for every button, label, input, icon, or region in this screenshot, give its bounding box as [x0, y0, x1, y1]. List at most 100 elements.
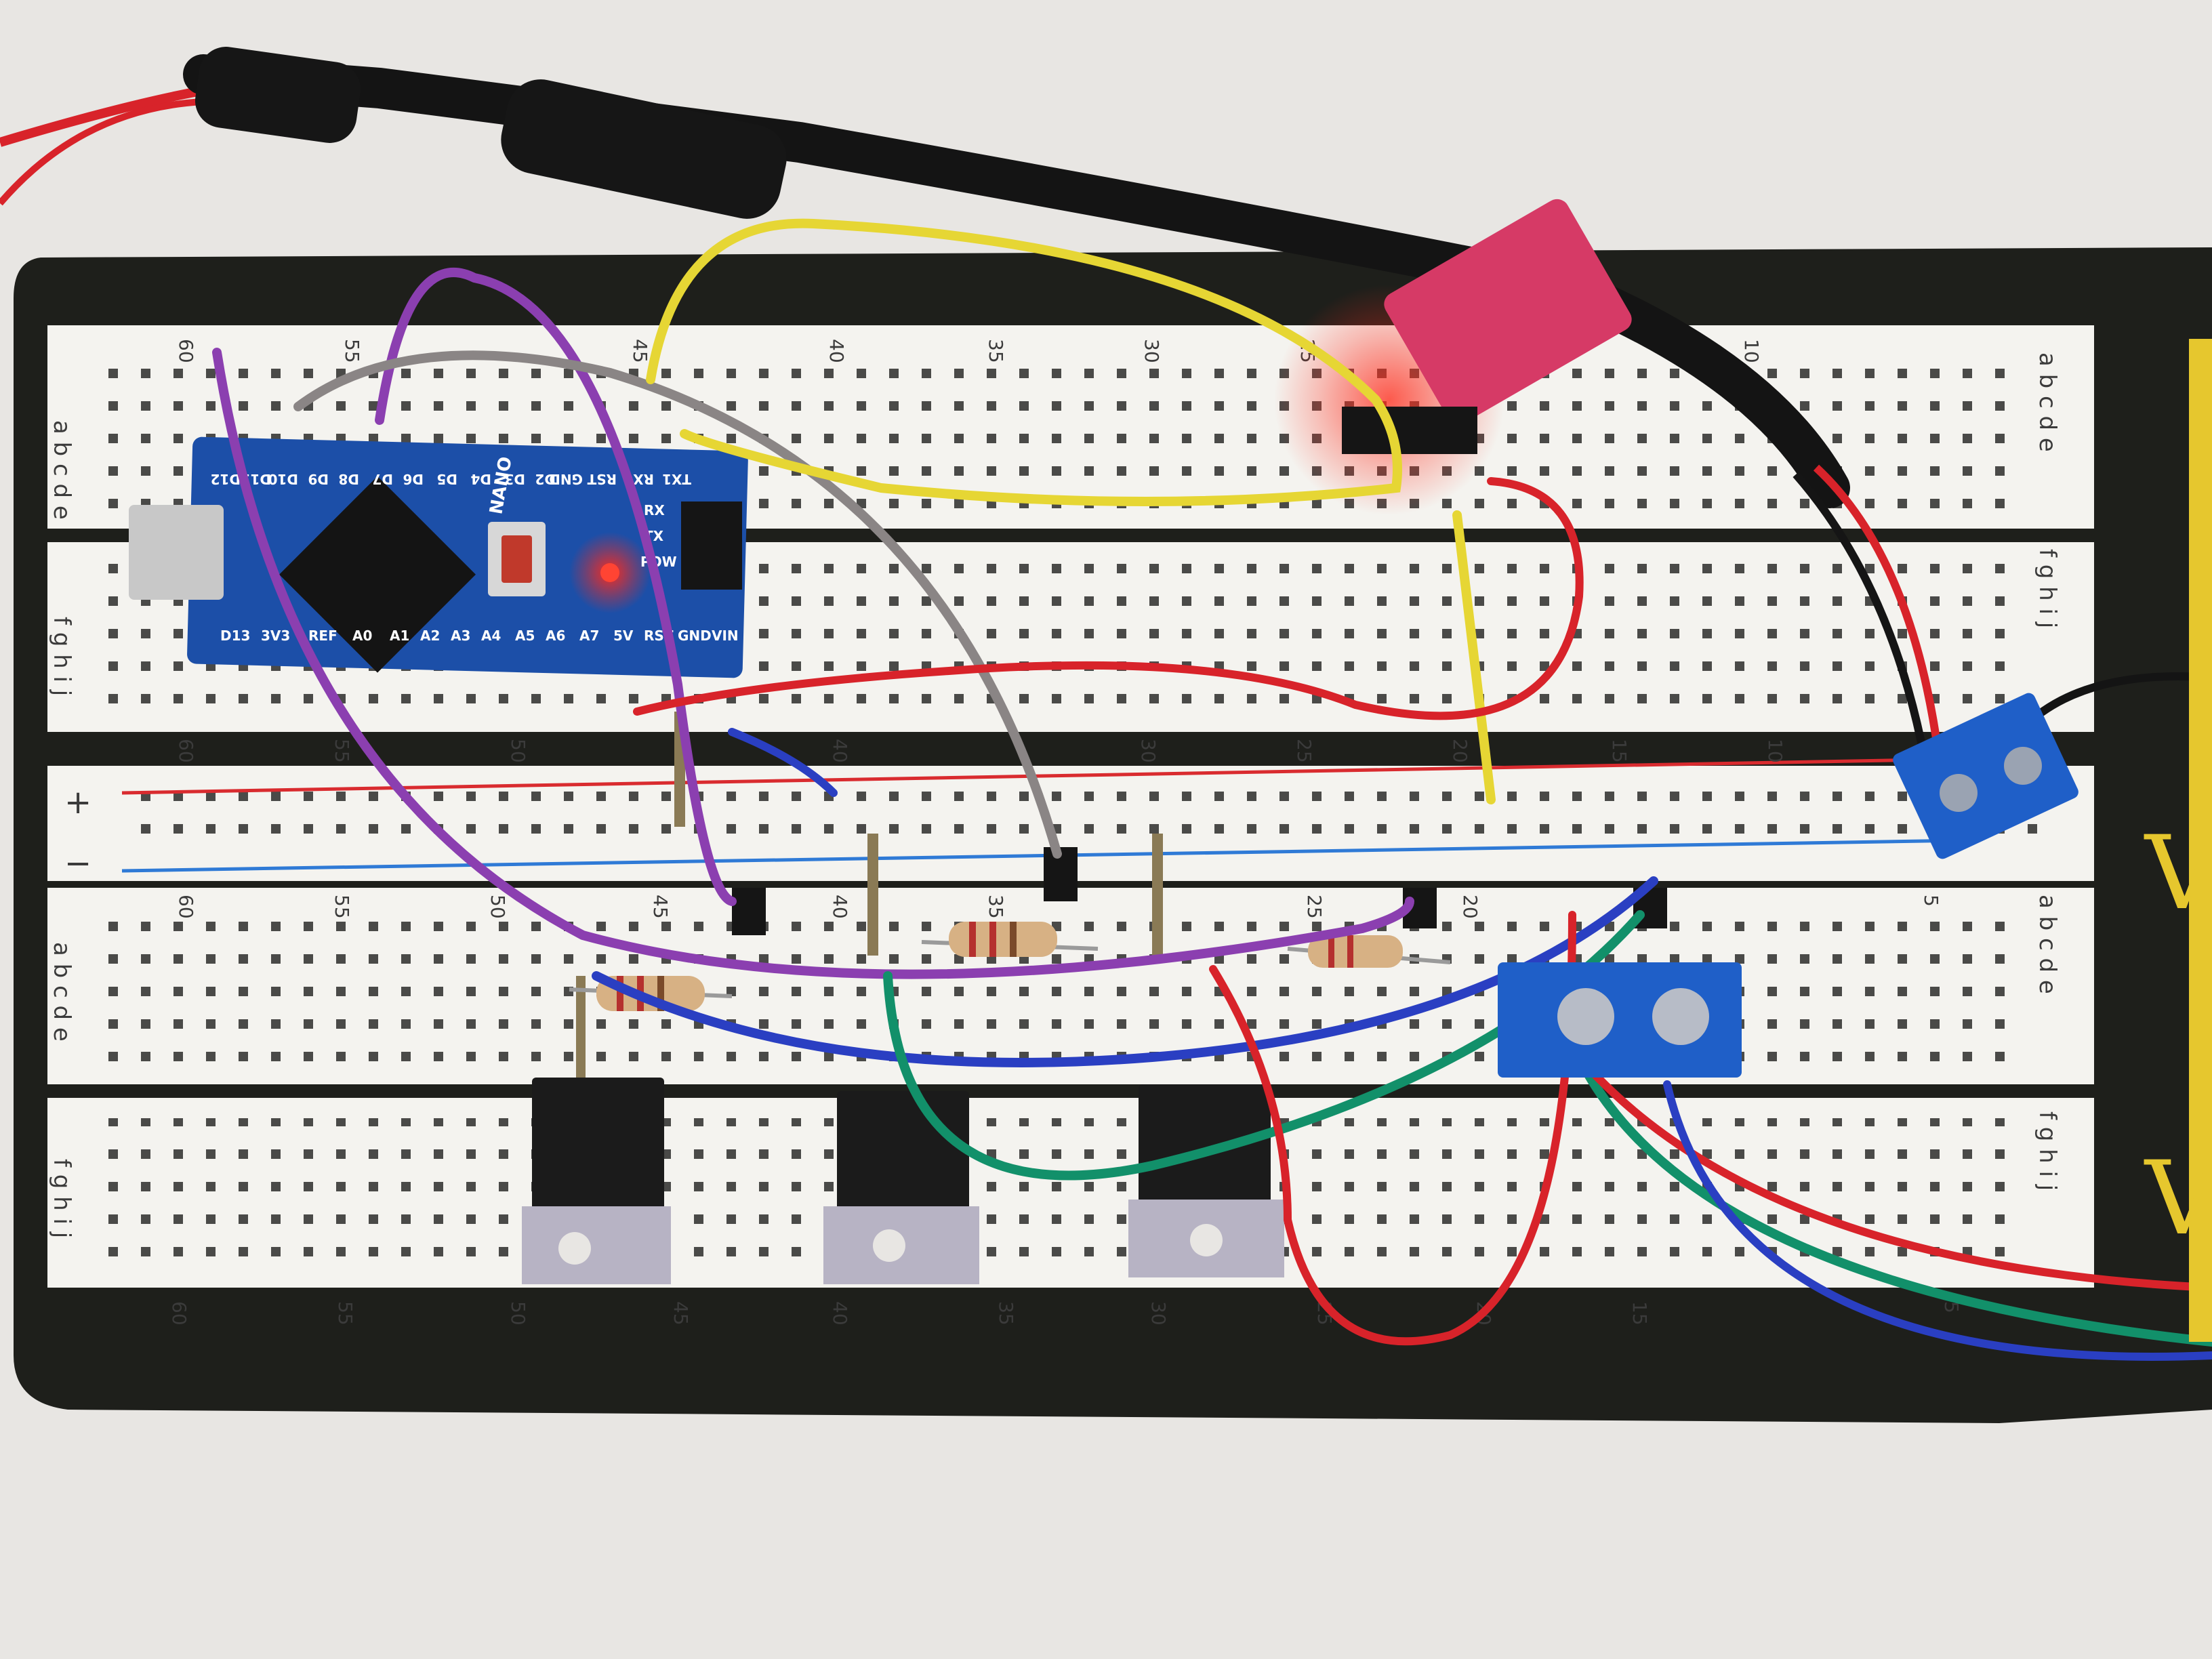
jumper-pins — [674, 712, 1667, 956]
nano-bottom-pins-6: A3 — [451, 628, 470, 644]
nums-mid2-6: 25 — [1303, 895, 1326, 919]
nums-mid1-0: 60 — [175, 739, 197, 763]
nano-top-pins-7: D5 — [436, 471, 457, 487]
rail-plus-label: + — [64, 783, 91, 821]
nano-top-pins-6: D6 — [403, 471, 424, 487]
rail-minus-label: − — [64, 844, 91, 882]
nano-top-pins-3: D9 — [308, 471, 329, 487]
nums-top-4: 35 — [985, 339, 1007, 363]
jumper-wires — [212, 218, 2212, 1361]
row-letters-bottom-left: a b c d e — [48, 942, 75, 1042]
resistor-3 — [1287, 935, 1451, 968]
nano-top-pins-5: D7 — [372, 471, 393, 487]
yellow-wire-1 — [646, 218, 1402, 506]
nums-mid2-3: 45 — [649, 895, 672, 919]
nums-mid1-3: 40 — [829, 739, 851, 763]
nano-bottom-pins-10: A7 — [579, 628, 599, 644]
nums-mid1-6: 20 — [1449, 739, 1471, 763]
mat-print: Va Vb — [2144, 339, 2212, 1342]
nano-top-pins-11: GND — [549, 471, 583, 487]
terminal-holes-f-j-bottom — [88, 1118, 2026, 1274]
nums-bot-3: 45 — [670, 1301, 692, 1326]
row-letters-mid-right: f g h i j — [2034, 549, 2061, 628]
nano-bottom-pins-9: A6 — [546, 628, 565, 644]
row-letters-mid-left: f g h i j — [48, 617, 75, 696]
nums-bot-6: 30 — [1147, 1301, 1170, 1326]
row-letters-bottom-left-2: f g h i j — [48, 1159, 75, 1238]
positive-rail-line — [121, 757, 1966, 795]
nano-bottom-pins-2: REF — [308, 628, 337, 644]
nano-bottom-pins-13: GND — [678, 628, 712, 644]
screw-terminal-middle — [1498, 962, 1742, 1078]
row-letters-top-right: a b c d e — [2034, 352, 2061, 452]
nums-top-1: 55 — [341, 339, 363, 363]
screw-terminal-right — [1893, 693, 2078, 859]
nums-top-2: 45 — [629, 339, 651, 363]
nano-top-pins-10: D2 — [535, 471, 556, 487]
nano-top-pins-14: TX1 — [662, 471, 691, 487]
nums-mid2-1: 55 — [331, 895, 353, 919]
nums-bot-0: 60 — [168, 1301, 190, 1326]
bluetooth-module — [1274, 199, 1632, 515]
nums-mid1-5: 25 — [1293, 739, 1315, 763]
row-letters-bottom-right-2: f g h i j — [2034, 1111, 2061, 1191]
voltage-regulator-1 — [522, 976, 671, 1284]
nano-bottom-pins-14: VIN — [712, 628, 739, 644]
row-letters-bottom-right: a b c d e — [2034, 895, 2061, 994]
nums-mid2-0: 60 — [175, 895, 197, 919]
row-letters-top-left: a b c d e — [48, 420, 75, 520]
purple-wire-1 — [375, 267, 737, 906]
nano-bottom-pins-7: A4 — [481, 628, 501, 644]
nums-mid2-7: 20 — [1459, 895, 1481, 919]
nums-mid2-5: 35 — [985, 895, 1007, 919]
blue-wire-short — [728, 728, 838, 797]
nano-top-pins-12: RST — [587, 471, 617, 487]
nano-bottom-pins-3: A0 — [352, 628, 372, 644]
nano-bottom-pins-11: 5V — [613, 628, 634, 644]
nums-top-7: 10 — [1740, 339, 1763, 363]
mosfet-1 — [823, 1091, 979, 1284]
nano-top-pins-9: D3 — [504, 471, 525, 487]
nums-bot-1: 55 — [334, 1301, 356, 1326]
icsp-header — [681, 501, 742, 590]
nano-top-pins-0: D12 — [211, 471, 241, 487]
yellow-wire-2 — [1452, 510, 1496, 804]
nums-top-3: 40 — [825, 339, 848, 363]
red-wire-2 — [1209, 911, 1576, 1346]
nums-bot-9: 15 — [1629, 1301, 1651, 1326]
nums-bot-5: 35 — [995, 1301, 1017, 1326]
blue-lead — [1663, 1080, 2212, 1361]
mat-letter-va: Va — [2144, 815, 2212, 933]
nums-top-0: 60 — [175, 339, 197, 363]
nano-bottom-pins-5: A2 — [420, 628, 440, 644]
nums-mid1-2: 50 — [507, 739, 529, 763]
nano-bottom-pins-8: A5 — [515, 628, 535, 644]
nums-mid1-8: 10 — [1764, 739, 1786, 763]
resistor-2 — [921, 922, 1099, 957]
nums-mid1-4: 30 — [1137, 739, 1160, 763]
mosfet-2 — [1128, 1084, 1284, 1277]
power-led — [600, 563, 619, 582]
nano-top-pins-4: D8 — [338, 471, 359, 487]
nano-bottom-pins-4: A1 — [390, 628, 409, 644]
nums-bot-4: 40 — [829, 1301, 851, 1326]
nano-top-pins-2: D10 — [268, 471, 298, 487]
purple-wire-2 — [212, 348, 1414, 979]
usb-connector — [129, 505, 224, 600]
nums-top-5: 30 — [1141, 339, 1163, 363]
nums-mid2-2: 50 — [487, 895, 509, 919]
nums-bot-2: 50 — [507, 1301, 529, 1326]
nums-mid1-1: 55 — [331, 739, 353, 763]
nums-bot-10: 5 — [1940, 1301, 1963, 1313]
nano-top-pins-8: D4 — [470, 471, 491, 487]
nums-mid2-4: 40 — [829, 895, 851, 919]
red-lead — [1575, 1053, 2212, 1292]
